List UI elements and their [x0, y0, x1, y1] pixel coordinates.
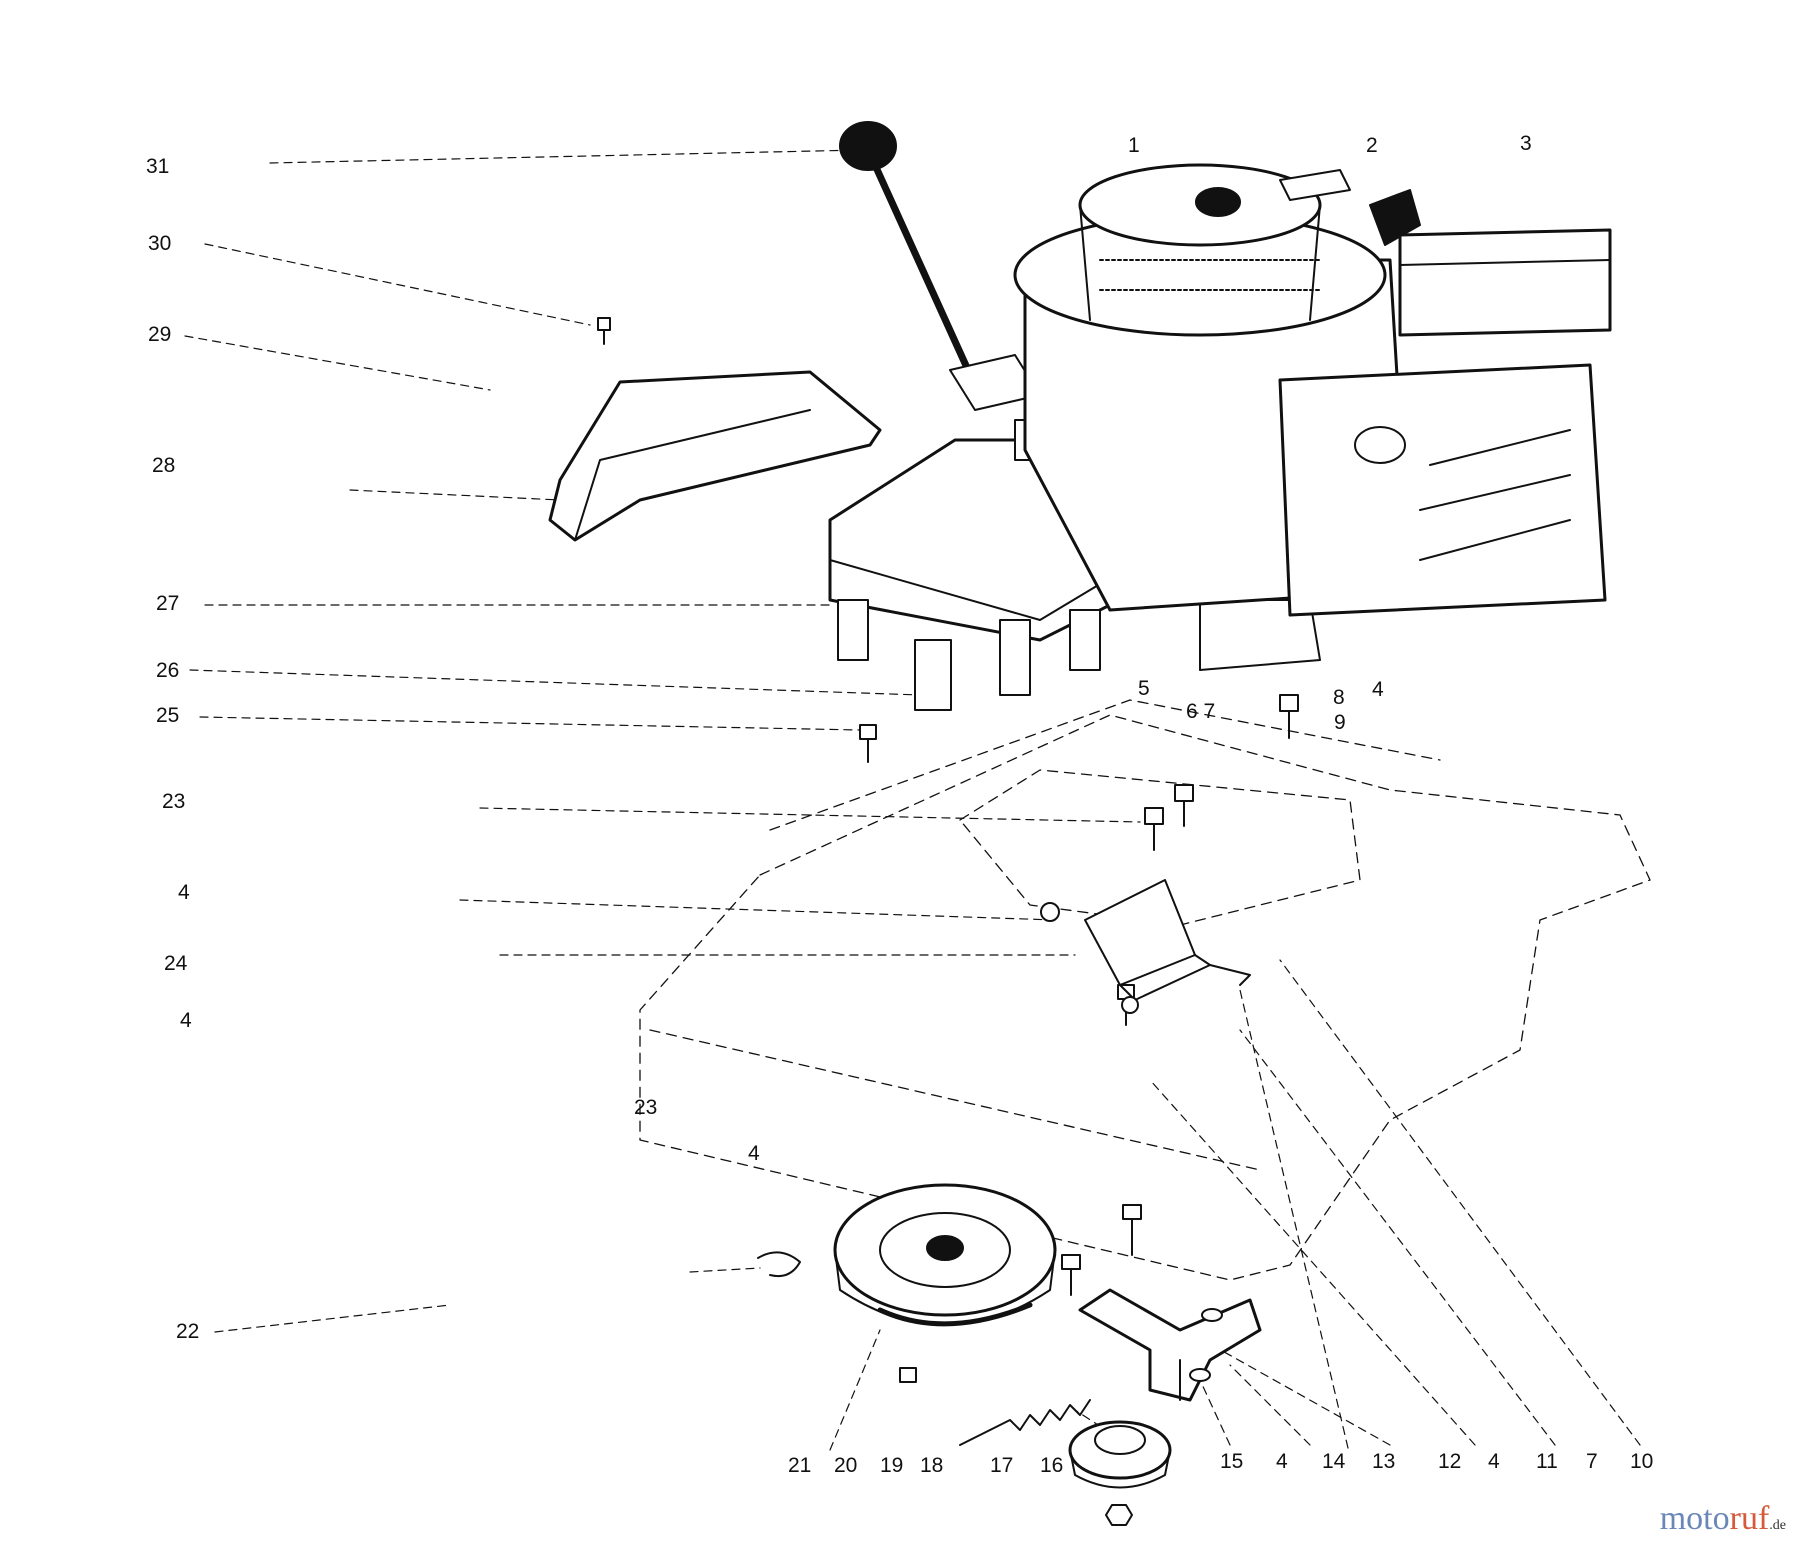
drive-pulley: [757, 1183, 1057, 1383]
callout-19: 19: [880, 1454, 903, 1477]
callout-4-left-a: 4: [178, 881, 190, 904]
belt-guard: [548, 370, 882, 542]
callout-6-7: 6 7: [1186, 700, 1215, 723]
callout-4-bottom-a: 4: [1276, 1450, 1288, 1473]
callout-4-left-c: 4: [748, 1142, 760, 1165]
callout-22: 22: [176, 1320, 199, 1343]
callout-9: 9: [1334, 711, 1346, 734]
callout-17: 17: [990, 1454, 1013, 1477]
callout-25: 25: [156, 704, 179, 727]
callout-27: 27: [156, 592, 179, 615]
callout-18: 18: [920, 1454, 943, 1477]
callout-30: 30: [148, 232, 171, 255]
callout-4-bottom-b: 4: [1488, 1450, 1500, 1473]
callout-13: 13: [1372, 1450, 1395, 1473]
watermark-logo: motoruf.de: [1660, 1500, 1786, 1538]
callout-10: 10: [1630, 1450, 1653, 1473]
callout-4-left-b: 4: [180, 1009, 192, 1032]
watermark-part-1: moto: [1659, 1500, 1730, 1537]
callout-29: 29: [148, 323, 171, 346]
callout-15: 15: [1220, 1450, 1243, 1473]
callout-26: 26: [156, 659, 179, 682]
callout-labels: 31 30 29 28 27 26 25 23 4 24 4 23 4 22 1…: [146, 132, 1653, 1477]
callout-16: 16: [1040, 1454, 1063, 1477]
leader-lines: [184, 149, 1641, 1466]
watermark-part-3: .de: [1769, 1518, 1786, 1533]
callout-5: 5: [1138, 677, 1150, 700]
callout-2: 2: [1366, 134, 1378, 157]
callout-1: 1: [1128, 134, 1140, 157]
callout-11: 11: [1536, 1450, 1558, 1473]
callout-31: 31: [146, 155, 169, 178]
callout-24: 24: [164, 952, 188, 975]
control-lever: [839, 121, 1041, 411]
engine: [1013, 163, 1612, 617]
callout-20: 20: [834, 1454, 857, 1477]
callout-23-upper: 23: [162, 790, 185, 813]
deck-outline: [639, 699, 1651, 1281]
callout-14: 14: [1322, 1450, 1346, 1473]
watermark-part-2: ruf: [1729, 1500, 1770, 1537]
callout-12: 12: [1438, 1450, 1461, 1473]
callout-23-lower: 23: [634, 1096, 657, 1119]
callout-4-right: 4: [1372, 678, 1384, 701]
idler-bracket: [1040, 879, 1251, 1014]
callout-8: 8: [1333, 686, 1345, 709]
idler-arm: [959, 1288, 1262, 1526]
callout-3: 3: [1520, 132, 1532, 155]
callout-28: 28: [152, 454, 175, 477]
callout-21: 21: [788, 1454, 811, 1477]
callout-7: 7: [1586, 1450, 1598, 1473]
